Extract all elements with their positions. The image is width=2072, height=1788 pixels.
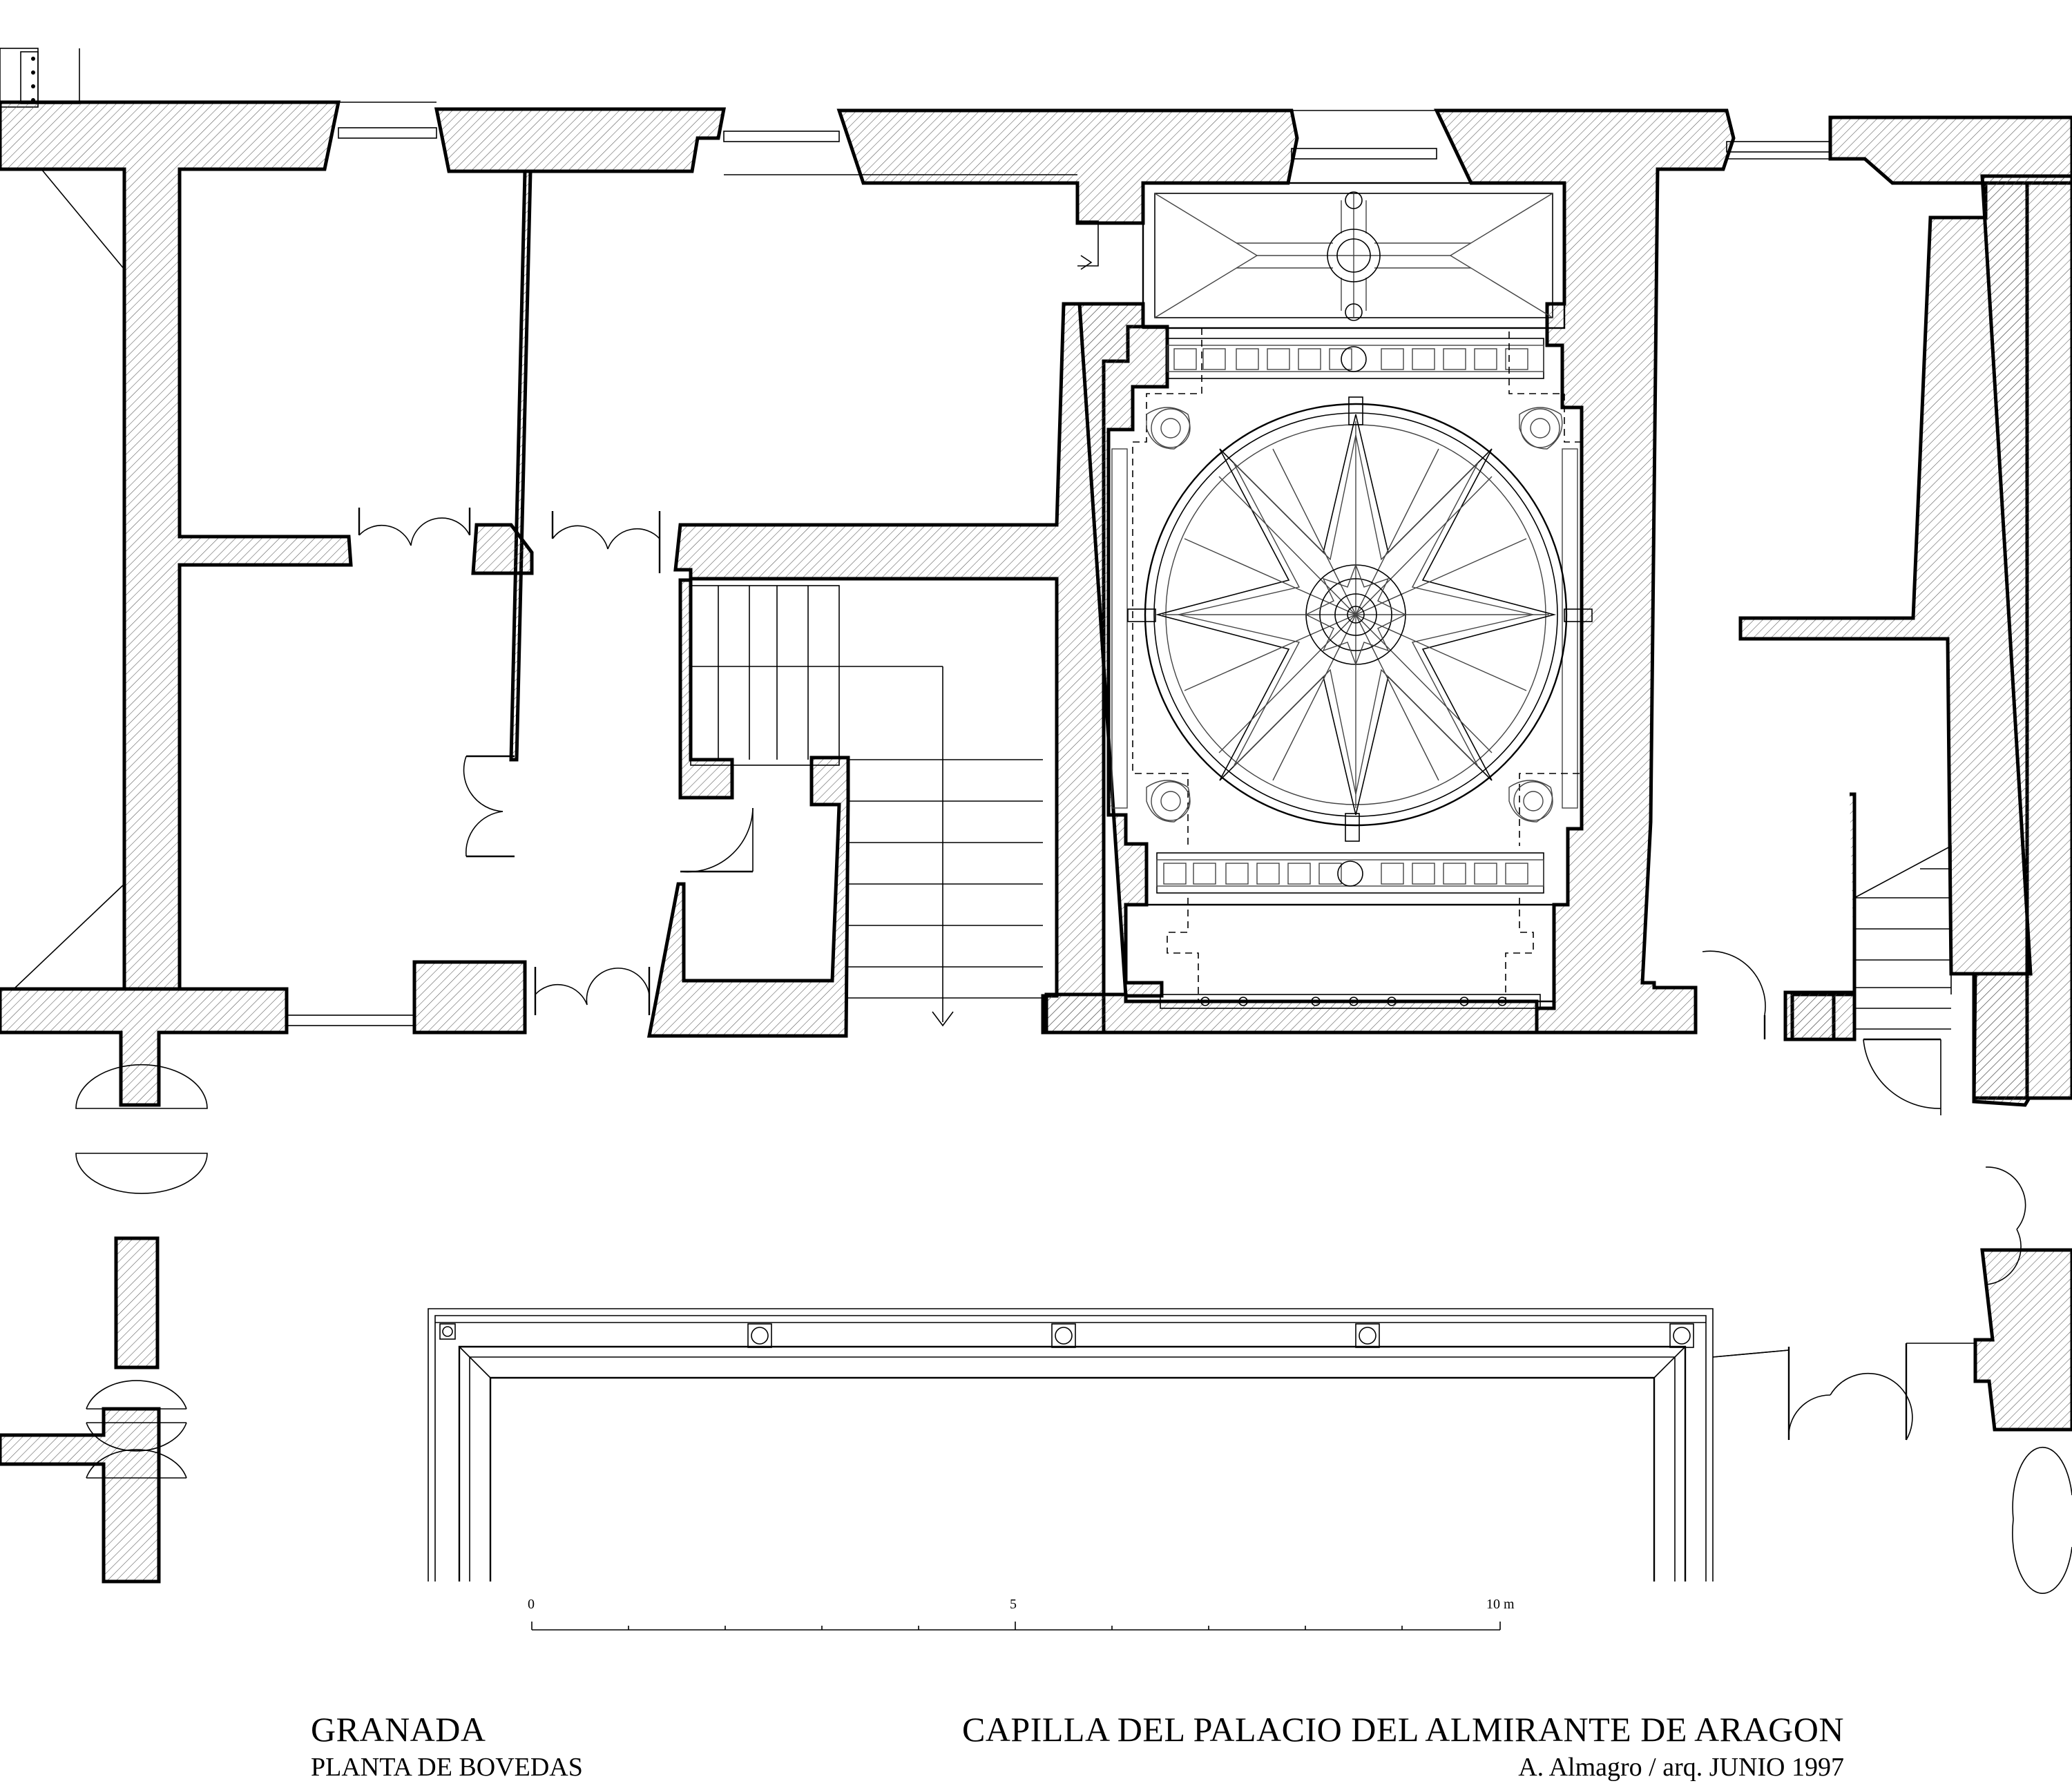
scale-bar xyxy=(531,1622,1501,1631)
door-stair-core xyxy=(680,807,754,873)
door-double-lower-mid xyxy=(534,967,651,1015)
dashed-projection xyxy=(1132,327,1582,1001)
corner-detail xyxy=(0,48,80,108)
scale-label-5: 5 xyxy=(1010,1597,1017,1612)
coffer-studs xyxy=(439,1323,1694,1348)
wall-right-lower xyxy=(1973,1248,2072,1432)
chapel-wall-right xyxy=(1434,108,1736,1035)
vault-bottom-rect xyxy=(1124,903,1555,1009)
scale-label-0: 0 xyxy=(528,1597,535,1612)
star-vault-icon xyxy=(1127,396,1593,842)
building-title: CAPILLA DEL PALACIO DEL ALMIRANTE DE ARA… xyxy=(961,1710,1844,1749)
stair-left xyxy=(690,585,1043,1027)
pendentive-ornaments xyxy=(1146,407,1563,823)
side-bands xyxy=(1111,448,1578,809)
wall-left-block xyxy=(0,100,353,991)
stair-wall xyxy=(673,302,1145,1035)
window-openings xyxy=(286,102,1831,1026)
door-double-upper-left xyxy=(358,508,471,546)
vault-top-rect xyxy=(1142,182,1566,329)
chapel-wall-bottom xyxy=(1044,992,1539,1035)
stair-right xyxy=(1854,845,1952,1030)
chapel-vault xyxy=(1111,182,1593,1009)
door-double-upper-mid xyxy=(551,511,661,573)
doors xyxy=(75,508,2072,1595)
frieze-bottom xyxy=(1156,852,1544,894)
door-far-right xyxy=(2012,1446,2072,1595)
door-bottom-right xyxy=(1712,1343,1975,1441)
walls xyxy=(0,100,2072,1584)
rosette-icon xyxy=(1305,564,1407,666)
wall-left-lower xyxy=(0,987,289,1107)
wall-bottom-left xyxy=(0,1407,161,1584)
pier-mid-a xyxy=(471,523,534,575)
door-left-upper-pair xyxy=(75,1064,208,1194)
wall-top-2 xyxy=(434,107,727,173)
stair-core xyxy=(646,756,850,1038)
door-left-lower-pair xyxy=(86,1380,187,1479)
door-right-outer xyxy=(1985,1166,2026,1285)
wall-top-3 xyxy=(836,108,1299,225)
pier-left-lower xyxy=(114,1236,160,1369)
chapel-wall-left xyxy=(1077,302,1169,998)
wall-right-far xyxy=(1972,174,2072,1107)
door-right-stair xyxy=(1863,1038,1941,1115)
scale-label-10: 10 m xyxy=(1486,1597,1515,1612)
door-right-chapel xyxy=(1702,950,1766,1039)
wall-divider-a xyxy=(509,169,533,762)
lower-hall xyxy=(428,1308,1790,1582)
pier-right-bottom xyxy=(1783,990,1857,1041)
pier-lower-a xyxy=(412,960,527,1035)
city-title: GRANADA xyxy=(311,1710,486,1749)
author-date: A. Almagro / arq. JUNIO 1997 xyxy=(1518,1753,1844,1782)
diagonal-lines xyxy=(13,169,1099,990)
plan-type: PLANTA DE BOVEDAS xyxy=(311,1753,583,1782)
door-double-left-vertical xyxy=(463,755,515,858)
frieze-top xyxy=(1167,338,1544,379)
